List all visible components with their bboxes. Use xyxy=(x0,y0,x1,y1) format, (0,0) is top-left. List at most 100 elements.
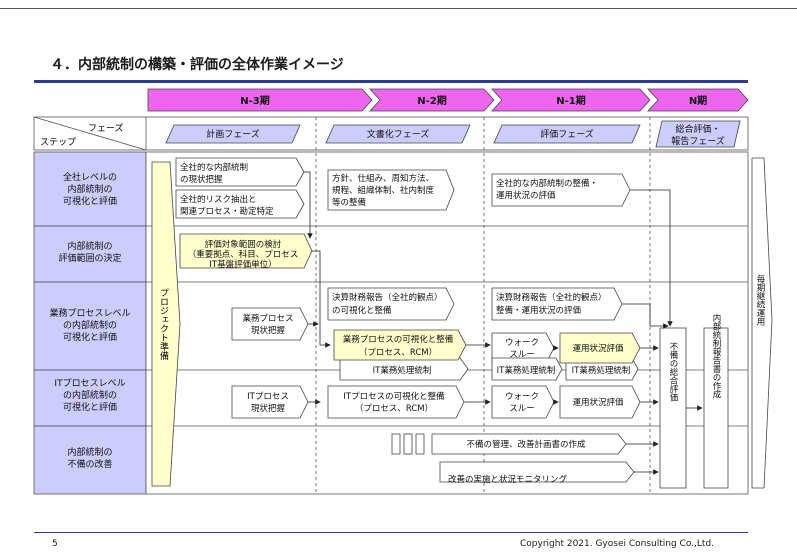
task-walk2 xyxy=(491,385,555,419)
step-fix-1: 内部統制の xyxy=(67,446,112,458)
step-scope-1: 内部統制の xyxy=(67,240,112,252)
phase-doc: 文書化フェーズ xyxy=(367,128,430,140)
txt-company-current-2: の現状把握 xyxy=(180,174,223,185)
txt-company-docs-1: 方針、仕組み、周知方法、 xyxy=(332,173,434,184)
phase-final-1: 総合評価・ xyxy=(675,123,720,135)
project-prep-arrow xyxy=(151,161,181,487)
task-company-eval xyxy=(491,173,631,207)
task-company-docs xyxy=(327,169,455,211)
txt-walk2-2: スルー xyxy=(509,404,535,414)
step-column xyxy=(33,151,147,495)
txt-walk1-2: スルー xyxy=(509,350,535,360)
step-itp-2: の内部統制の xyxy=(63,389,117,401)
txt-closing-eval-1: 決算財務報告（全社的観点） xyxy=(496,292,607,303)
task-bp-visual xyxy=(333,329,467,361)
task-it-ctrl-n1a xyxy=(491,357,563,381)
txt-bp-current-2: 現状把握 xyxy=(251,325,286,336)
top-rule xyxy=(0,8,797,9)
txt-itp-current-2: 現状把握 xyxy=(251,403,286,414)
header-diagonal xyxy=(33,116,147,151)
txt-scope-3: IT基盤評価単位） xyxy=(209,259,276,270)
task-itp-current xyxy=(231,385,309,419)
txt-it-ctrl-n2: IT業務処理統制 xyxy=(373,365,432,376)
txt-bp-current-1: 業務プロセス xyxy=(242,313,293,324)
step-company-3: 可視化と評価 xyxy=(63,195,117,207)
task-deficiency-mgmt xyxy=(431,433,627,455)
txt-it-ctrl-n1b: IT業務処理統制 xyxy=(572,365,631,376)
step-company-1: 全社レベルの xyxy=(63,171,117,183)
txt-walk1-1: ウォーク xyxy=(505,338,539,348)
bottom-rule xyxy=(34,532,748,533)
txt-it-ctrl-n1a: IT業務処理統制 xyxy=(497,365,556,376)
project-prep-label: プロジェクト準備 xyxy=(158,288,169,361)
txt-company-current-1: 全社的な内部統制 xyxy=(180,162,248,173)
txt-company-risk-1: 全社的リスク抽出と xyxy=(180,194,257,205)
period-chevron-n2 xyxy=(369,88,495,112)
header-phase-label: フェーズ xyxy=(88,122,124,134)
task-bp-current xyxy=(231,307,309,341)
period-chevron-n1 xyxy=(491,88,651,112)
period-chevron-n3 xyxy=(147,88,373,112)
page-title: ４．内部統制の構築・評価の全体作業イメージ xyxy=(50,57,344,73)
txt-op-eval2: 運用状況評価 xyxy=(572,397,624,408)
task-op-eval2 xyxy=(559,385,641,419)
txt-improvement: 改善の実施と状況モニタリング xyxy=(448,474,568,485)
task-op-eval1 xyxy=(559,332,641,364)
step-itp-1: ITプロセスレベル xyxy=(54,378,125,389)
step-scope-2: 評価範囲の決定 xyxy=(58,252,121,264)
page-number: 5 xyxy=(52,539,58,549)
txt-company-eval-1: 全社的な内部統制の整備・ xyxy=(496,178,598,189)
arrow-closing-eval-down xyxy=(622,303,669,329)
txt-scope-1: 評価対象範囲の検討 xyxy=(205,239,282,250)
every-period-label: 毎期継続運用 xyxy=(755,274,765,327)
header-step-label: ステップ xyxy=(40,137,76,148)
txt-deficiency-mgmt: 不備の管理、改善計画書の作成 xyxy=(466,439,586,450)
txt-closing-doc-2: の可視化と整備 xyxy=(332,305,392,316)
period-chevrons xyxy=(147,88,749,112)
step-company-2: 内部統制の xyxy=(67,183,112,195)
period-label-n3: N-3期 xyxy=(240,94,269,107)
period-label-n1: N-1期 xyxy=(556,94,585,107)
txt-bp-visual-1: 業務プロセスの可視化と整備 xyxy=(343,334,454,345)
step-itp-3: 可視化と評価 xyxy=(63,401,117,413)
report-label: 内部統制報告書の作成 xyxy=(711,313,721,400)
txt-scope-2: （重要拠点、科目、プロセス xyxy=(188,249,299,260)
task-closing-eval xyxy=(491,287,623,321)
txt-company-risk-2: 関連プロセス・勘定特定 xyxy=(180,206,274,217)
overall-eval-label: 不備の総合評価 xyxy=(668,342,678,402)
step-bp-3: 可視化と評価 xyxy=(63,331,117,343)
progress-squares xyxy=(391,433,425,455)
step-fix-2: 不備の改善 xyxy=(67,458,112,470)
period-chevron-n xyxy=(647,88,749,112)
phase-final-2: 報告フェーズ xyxy=(671,135,725,147)
report-box xyxy=(703,327,729,489)
phase-eval: 評価フェーズ xyxy=(540,128,594,140)
txt-itp-visual-1: ITプロセスの可視化と整備 xyxy=(343,391,445,402)
step-bp-2: の内部統制の xyxy=(63,319,117,331)
task-scope xyxy=(179,233,313,269)
arrow-company-to-scope xyxy=(304,171,313,239)
txt-itp-current-1: ITプロセス xyxy=(247,392,289,402)
task-company-current xyxy=(175,157,305,187)
txt-itp-visual-2: （プロセス、RCM） xyxy=(355,403,433,414)
task-itp-visual xyxy=(327,385,465,419)
txt-bp-visual-2: （プロセス、RCM） xyxy=(359,347,437,358)
task-improvement xyxy=(439,461,635,483)
step-bp-1: 業務プロセスレベル xyxy=(49,307,130,319)
period-label-n: N期 xyxy=(689,94,707,107)
every-period-arrow xyxy=(751,157,773,489)
txt-closing-doc-1: 決算財務報告（全社的観点） xyxy=(332,292,443,303)
txt-closing-eval-2: 整備・運用状況の評価 xyxy=(496,305,582,316)
arrow-company-eval-down xyxy=(630,189,673,327)
txt-walk2-1: ウォーク xyxy=(505,392,539,402)
phase-plan: 計画フェーズ xyxy=(206,128,260,140)
period-label-n2: N-2期 xyxy=(417,94,446,107)
txt-company-eval-2: 運用状況の評価 xyxy=(496,190,556,201)
arrow-scope-to-bp xyxy=(312,250,331,348)
txt-company-docs-2: 規程、組織体制、社内制度 xyxy=(332,185,435,196)
title-rule xyxy=(34,80,748,83)
txt-company-docs-3: 等の整備 xyxy=(332,197,367,208)
task-company-risk xyxy=(175,189,305,219)
txt-op-eval1: 運用状況評価 xyxy=(572,343,624,354)
